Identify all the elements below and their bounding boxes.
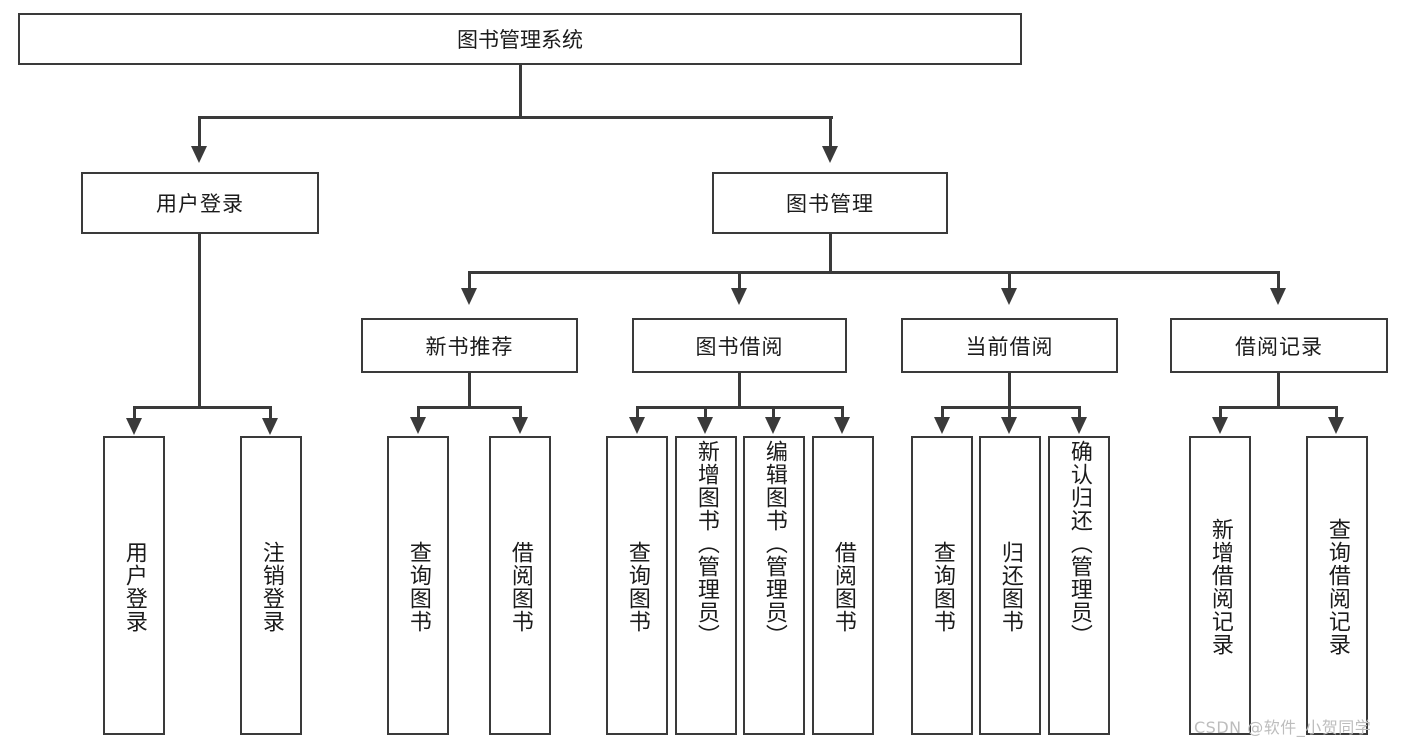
leaf-new-book-borrow-book[interactable]: 借阅图书 [489,436,551,735]
leaf-label: 注销登录 [258,540,284,633]
connector-user-login-bus [133,406,272,409]
arrow-bm-to-borrow-record [1270,288,1286,305]
connector-user-login-stem [198,234,201,408]
leaf-label: 查询图书 [405,540,431,633]
connector-cb-drop-3 [1078,406,1081,420]
node-borrow-record[interactable]: 借阅记录 [1170,318,1388,373]
arrow-bb-leaf-3 [765,417,781,434]
node-label: 新书推荐 [425,334,514,359]
leaf-label: 借阅图书 [507,540,533,633]
leaf-book-borrow-edit-book-admin[interactable]: 编辑图书（管理员） [743,436,805,735]
arrow-bm-to-book-borrow [731,288,747,305]
arrow-bm-to-current-borrow [1001,288,1017,305]
arrow-bb-leaf-4 [834,417,850,434]
connector-nbr-drop-2 [519,406,522,420]
connector-root-stem [519,65,522,117]
leaf-user-login-login[interactable]: 用户登录 [103,436,165,735]
connector-bb-drop-4 [841,406,844,420]
connector-root-to-user-login [198,116,201,149]
leaf-label: 新增图书（管理员） [693,440,719,647]
connector-bb-drop-3 [772,406,775,420]
connector-bb-drop-2 [704,406,707,420]
node-user-login[interactable]: 用户登录 [81,172,319,234]
connector-nbr-bus [417,406,522,409]
arrow-bb-leaf-1 [629,417,645,434]
node-label: 当前借阅 [965,334,1054,359]
node-book-management[interactable]: 图书管理 [712,172,948,234]
connector-br-bus [1219,406,1338,409]
leaf-borrow-record-add-record[interactable]: 新增借阅记录 [1189,436,1251,735]
node-current-borrow[interactable]: 当前借阅 [901,318,1118,373]
arrow-nbr-leaf-2 [512,417,528,434]
connector-br-stem [1277,373,1280,408]
arrow-br-leaf-1 [1212,417,1228,434]
connector-book-management-stem [829,234,832,273]
leaf-label: 借阅图书 [830,540,856,633]
connector-br-drop-1 [1219,406,1222,420]
arrow-root-to-user-login [191,146,207,163]
node-label: 图书管理系统 [457,28,583,52]
node-label: 用户登录 [156,192,244,216]
connector-cb-stem [1008,373,1011,408]
leaf-borrow-record-query-record[interactable]: 查询借阅记录 [1306,436,1368,735]
connector-bb-bus [636,406,844,409]
leaf-label: 归还图书 [997,540,1023,633]
leaf-current-borrow-query-book[interactable]: 查询图书 [911,436,973,735]
leaf-label: 查询图书 [929,540,955,633]
arrow-user-login-leaf-2 [262,418,278,435]
arrow-nbr-leaf-1 [410,417,426,434]
connector-bm-drop-3 [1008,271,1011,291]
connector-user-login-drop-2 [269,406,272,421]
connector-bm-drop-4 [1277,271,1280,291]
connector-root-bus [198,116,833,119]
arrow-cb-leaf-3 [1071,417,1087,434]
leaf-current-borrow-confirm-return-admin[interactable]: 确认归还（管理员） [1048,436,1110,735]
arrow-user-login-leaf-1 [126,418,142,435]
connector-cb-bus [941,406,1081,409]
leaf-book-borrow-borrow-book[interactable]: 借阅图书 [812,436,874,735]
connector-nbr-stem [468,373,471,408]
arrow-bm-to-new-book-recommend [461,288,477,305]
connector-bm-drop-2 [738,271,741,291]
node-label: 图书借阅 [695,334,784,359]
leaf-label: 新增借阅记录 [1207,517,1233,656]
leaf-current-borrow-return-book[interactable]: 归还图书 [979,436,1041,735]
connector-root-to-book-management [829,116,832,149]
leaf-label: 查询图书 [624,540,650,633]
connector-book-management-bus [468,271,1280,274]
leaf-new-book-query-book[interactable]: 查询图书 [387,436,449,735]
connector-cb-drop-1 [941,406,944,420]
leaf-label: 编辑图书（管理员） [761,440,787,647]
leaf-book-borrow-query-book[interactable]: 查询图书 [606,436,668,735]
node-root-book-management-system[interactable]: 图书管理系统 [18,13,1022,65]
arrow-bb-leaf-2 [697,417,713,434]
node-book-borrow[interactable]: 图书借阅 [632,318,847,373]
node-label: 图书管理 [786,192,874,216]
arrow-cb-leaf-2 [1001,417,1017,434]
connector-bm-drop-1 [468,271,471,291]
arrow-br-leaf-2 [1328,417,1344,434]
node-new-book-recommend[interactable]: 新书推荐 [361,318,578,373]
connector-bb-drop-1 [636,406,639,420]
connector-bb-stem [738,373,741,408]
node-label: 借阅记录 [1235,334,1323,359]
leaf-book-borrow-add-book-admin[interactable]: 新增图书（管理员） [675,436,737,735]
leaf-label: 用户登录 [121,540,147,633]
leaf-user-login-logout[interactable]: 注销登录 [240,436,302,735]
leaf-label: 查询借阅记录 [1324,517,1350,656]
leaf-label: 确认归还（管理员） [1066,440,1092,647]
connector-cb-drop-2 [1008,406,1011,420]
connector-br-drop-2 [1335,406,1338,420]
arrow-cb-leaf-1 [934,417,950,434]
connector-nbr-drop-1 [417,406,420,420]
connector-user-login-drop-1 [133,406,136,421]
watermark-text: CSDN @软件_小贺同学 [1194,718,1372,737]
arrow-root-to-book-management [822,146,838,163]
